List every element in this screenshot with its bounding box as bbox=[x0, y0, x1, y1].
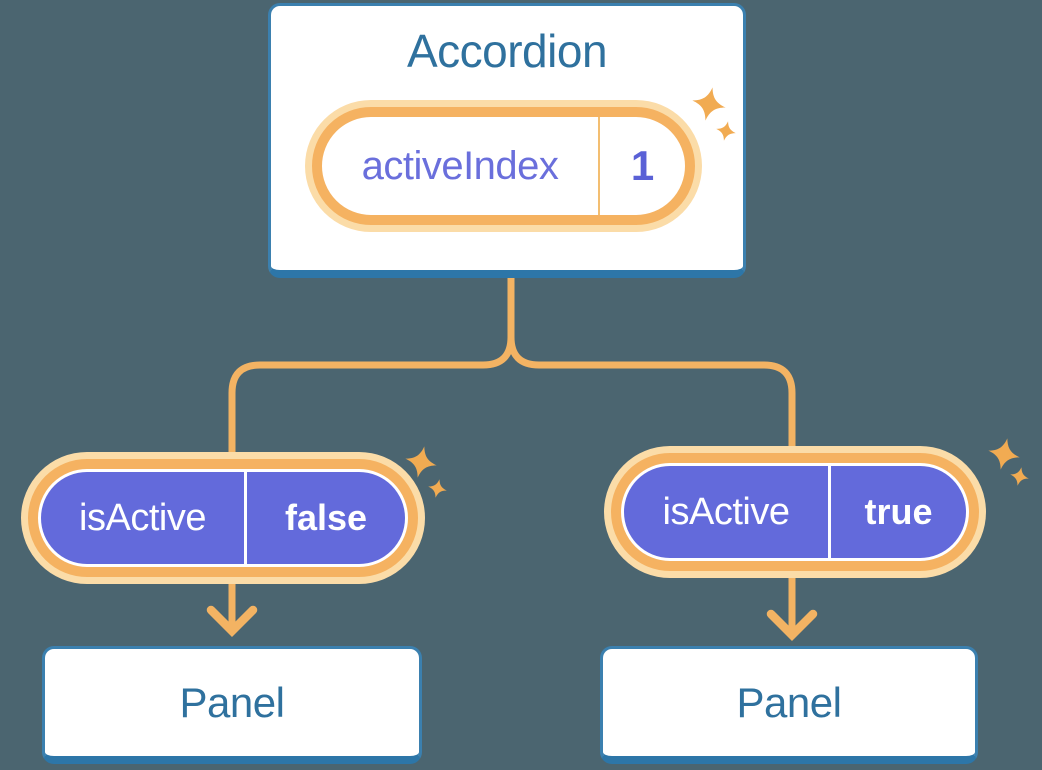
state-pill-value-cell: 1 bbox=[600, 117, 685, 215]
panel-left-title: Panel bbox=[179, 678, 285, 726]
sparkle-icon bbox=[988, 438, 1020, 470]
state-name-label: activeIndex bbox=[361, 143, 559, 188]
prop-name-label: isActive bbox=[79, 496, 206, 539]
prop-pill-left-body: isActive false bbox=[41, 472, 405, 564]
prop-value-label: true bbox=[864, 491, 933, 532]
prop-pill-right-value-cell: true bbox=[831, 466, 966, 558]
prop-pill-right-body: isActive true bbox=[624, 466, 966, 558]
sparkle-icon bbox=[1010, 467, 1029, 486]
state-pill: activeIndex 1 bbox=[312, 107, 695, 225]
panel-card-right: Panel bbox=[600, 646, 978, 764]
prop-pill-left: isActive false bbox=[28, 459, 418, 577]
prop-pill-left-value-cell: false bbox=[247, 472, 405, 564]
arrowhead-left-icon bbox=[206, 605, 258, 638]
connector-left-branch bbox=[228, 277, 515, 630]
accordion-card: Accordion activeIndex 1 bbox=[268, 3, 746, 278]
sparkle-icon bbox=[716, 121, 736, 141]
panel-right-title: Panel bbox=[736, 678, 842, 726]
prop-pill-left-divider bbox=[244, 472, 247, 564]
prop-pill-right-name-cell: isActive bbox=[624, 466, 828, 558]
sparkle-icon bbox=[692, 87, 726, 121]
prop-pill-left-name-cell: isActive bbox=[41, 472, 244, 564]
accordion-card-title: Accordion bbox=[406, 25, 608, 77]
state-pill-name-cell: activeIndex bbox=[322, 117, 598, 215]
state-value-label: 1 bbox=[630, 142, 655, 189]
sparkle-icon bbox=[428, 479, 447, 498]
prop-value-label: false bbox=[284, 497, 368, 538]
arrowhead-right-icon bbox=[766, 609, 818, 642]
connector-right-branch bbox=[507, 277, 796, 634]
state-pill-divider bbox=[598, 117, 600, 215]
prop-name-label: isActive bbox=[662, 490, 790, 533]
prop-pill-right: isActive true bbox=[611, 453, 979, 571]
panel-card-left: Panel bbox=[42, 646, 422, 764]
prop-pill-right-divider bbox=[828, 466, 831, 558]
sparkle-icon bbox=[405, 446, 437, 478]
